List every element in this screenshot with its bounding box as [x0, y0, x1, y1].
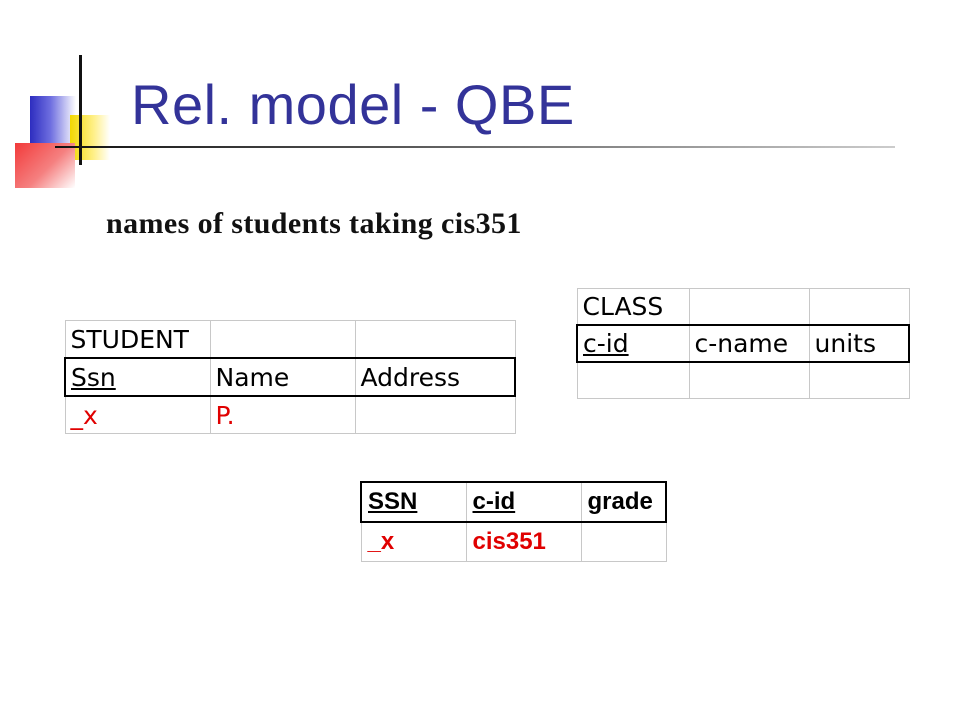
slide-subtitle: names of students taking cis351 — [106, 207, 522, 240]
relation-name-cell: CLASS — [576, 288, 690, 326]
condition-cell[interactable]: cis351 — [465, 521, 582, 562]
query-cell[interactable] — [808, 361, 910, 399]
table-name-row: STUDENT — [64, 320, 516, 359]
query-cell[interactable] — [580, 521, 667, 562]
query-cell[interactable] — [576, 361, 690, 399]
table-name-row: CLASS — [576, 288, 910, 326]
decor-blue-square — [30, 96, 76, 148]
attribute-header-row: c-id c-name units — [576, 324, 910, 363]
attribute-units: units — [808, 324, 910, 363]
slide-title: Rel. model - QBE — [131, 73, 575, 136]
empty-cell — [808, 288, 910, 326]
class-skeleton-table: CLASS c-id c-name units — [576, 288, 910, 399]
empty-cell — [688, 288, 810, 326]
title-underline-rule — [55, 146, 895, 148]
example-element-cell[interactable]: _x — [360, 521, 467, 562]
query-row: _x P. — [64, 395, 516, 434]
takes-skeleton-table: SSN c-id grade _x cis351 — [360, 481, 667, 562]
query-row: _x cis351 — [360, 521, 667, 562]
attribute-ssn: Ssn — [64, 357, 211, 397]
attribute-ssn: SSN — [360, 481, 467, 523]
attribute-header-row: Ssn Name Address — [64, 357, 516, 397]
query-cell[interactable] — [688, 361, 810, 399]
empty-cell — [354, 320, 516, 359]
attribute-c-name: c-name — [688, 324, 810, 363]
attribute-address: Address — [354, 357, 516, 397]
decor-vertical-rule — [79, 55, 82, 165]
example-element-cell[interactable]: _x — [64, 395, 211, 434]
student-skeleton-table: STUDENT Ssn Name Address _x P. — [64, 320, 516, 434]
query-cell[interactable] — [354, 395, 516, 434]
empty-cell — [209, 320, 356, 359]
print-command-cell[interactable]: P. — [209, 395, 356, 434]
query-row — [576, 361, 910, 399]
attribute-header-row: SSN c-id grade — [360, 481, 667, 523]
relation-name-cell: STUDENT — [64, 320, 211, 359]
attribute-c-id: c-id — [465, 481, 582, 523]
decor-yellow-square — [70, 115, 110, 160]
attribute-c-id: c-id — [576, 324, 690, 363]
attribute-name: Name — [209, 357, 356, 397]
attribute-grade: grade — [580, 481, 667, 523]
decor-red-square — [15, 143, 75, 188]
